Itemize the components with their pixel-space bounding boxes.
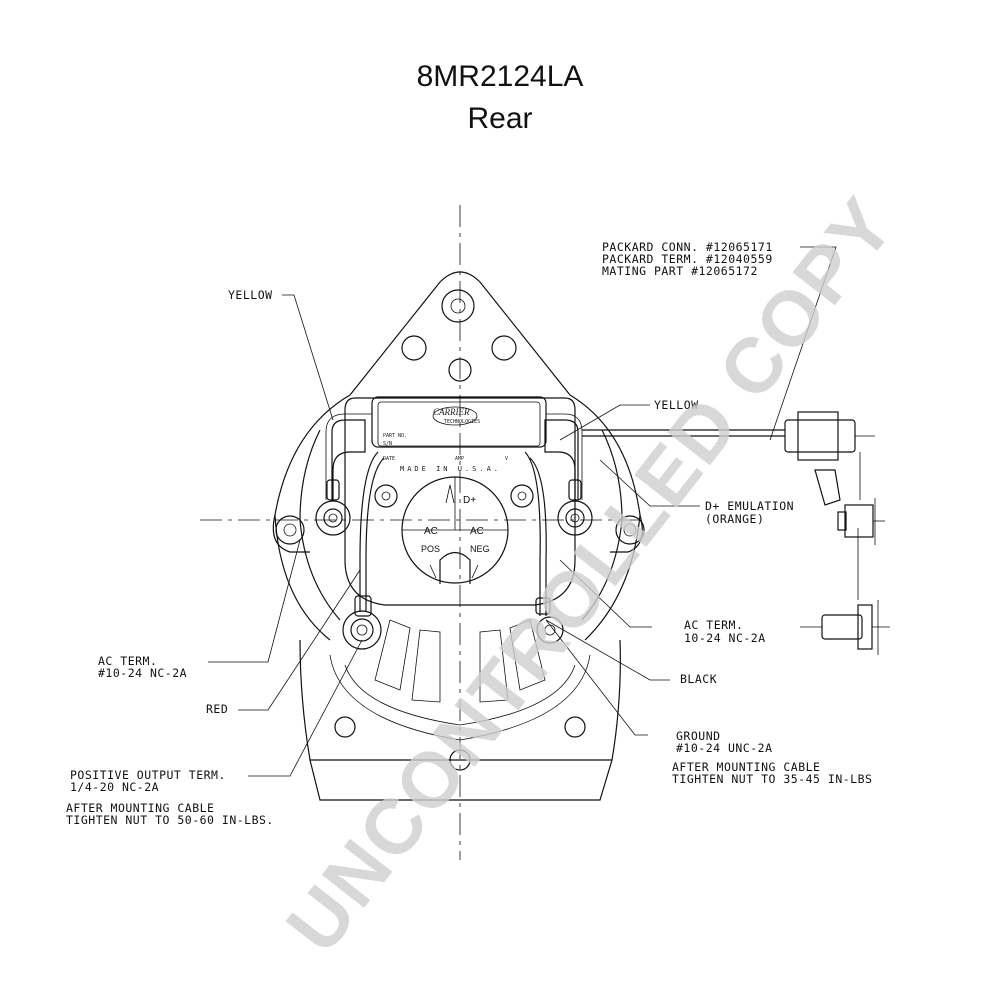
alternator-housing — [272, 271, 645, 801]
regulator-date: DATE — [383, 456, 395, 462]
terminal-neg: NEG — [470, 544, 490, 554]
label-ground-spec: #10-24 UNC-2A — [676, 741, 773, 755]
voltage-regulator: CARRIER TECHNOLOGIES PART NO. S/N DATE A… — [344, 396, 576, 606]
label-torque-left: TIGHTEN NUT TO 50-60 IN-LBS. — [66, 813, 274, 827]
label-ac-term-left-spec: #10-24 NC-2A — [98, 666, 187, 680]
view-title: Rear — [467, 102, 533, 135]
label-ac-term-left: AC TERM. — [98, 654, 157, 668]
label-ac-term-right-spec: 10-24 NC-2A — [684, 631, 766, 645]
label-ac-term-right: AC TERM. — [684, 618, 743, 632]
label-ground: GROUND — [676, 729, 721, 743]
label-packard-conn: PACKARD CONN. #12065171 — [602, 240, 773, 254]
callouts: YELLOW PACKARD CONN. #12065171 PACKARD T… — [66, 240, 872, 827]
label-after-mounting-left: AFTER MOUNTING CABLE — [66, 801, 214, 815]
label-positive-output-spec: 1/4-20 NC-2A — [70, 780, 159, 794]
label-red: RED — [206, 702, 228, 716]
label-after-mounting-right: AFTER MOUNTING CABLE — [672, 760, 820, 774]
regulator-logo-sub: TECHNOLOGIES — [444, 419, 480, 425]
leader-lines — [208, 246, 837, 777]
regulator-v: V — [505, 456, 508, 462]
regulator-amp: AMP — [455, 456, 464, 462]
regulator-made-in: MADE IN U.S.A. — [400, 465, 501, 473]
terminal-pos: POS — [421, 544, 440, 554]
terminal-d-plus: D+ — [463, 495, 476, 506]
label-packard-term: PACKARD TERM. #12040559 — [602, 252, 773, 266]
wire-harness — [325, 413, 785, 617]
part-number-title: 8MR2124LA — [416, 60, 584, 93]
terminal-ac-right: AC — [470, 526, 484, 537]
terminal-ac-left: AC — [424, 526, 438, 537]
packard-connector — [784, 411, 875, 600]
label-yellow-right: YELLOW — [654, 398, 699, 412]
label-black: BLACK — [680, 672, 717, 686]
side-terminal-lower — [800, 600, 890, 655]
label-torque-right: TIGHTEN NUT TO 35-45 IN-LBS — [672, 772, 872, 786]
label-d-emulation: D+ EMULATION — [705, 499, 794, 513]
center-lines — [200, 205, 640, 860]
label-positive-output: POSITIVE OUTPUT TERM. — [70, 768, 226, 782]
terminal-studs — [315, 500, 593, 650]
regulator-logo: CARRIER — [433, 407, 470, 417]
regulator-part-no: PART NO. — [383, 433, 407, 439]
side-terminal-upper — [837, 498, 885, 545]
label-d-emulation-color: (ORANGE) — [705, 512, 764, 526]
regulator-sn: S/N — [383, 441, 392, 447]
label-mating-part: MATING PART #12065172 — [602, 264, 758, 278]
label-yellow-left: YELLOW — [228, 288, 273, 302]
